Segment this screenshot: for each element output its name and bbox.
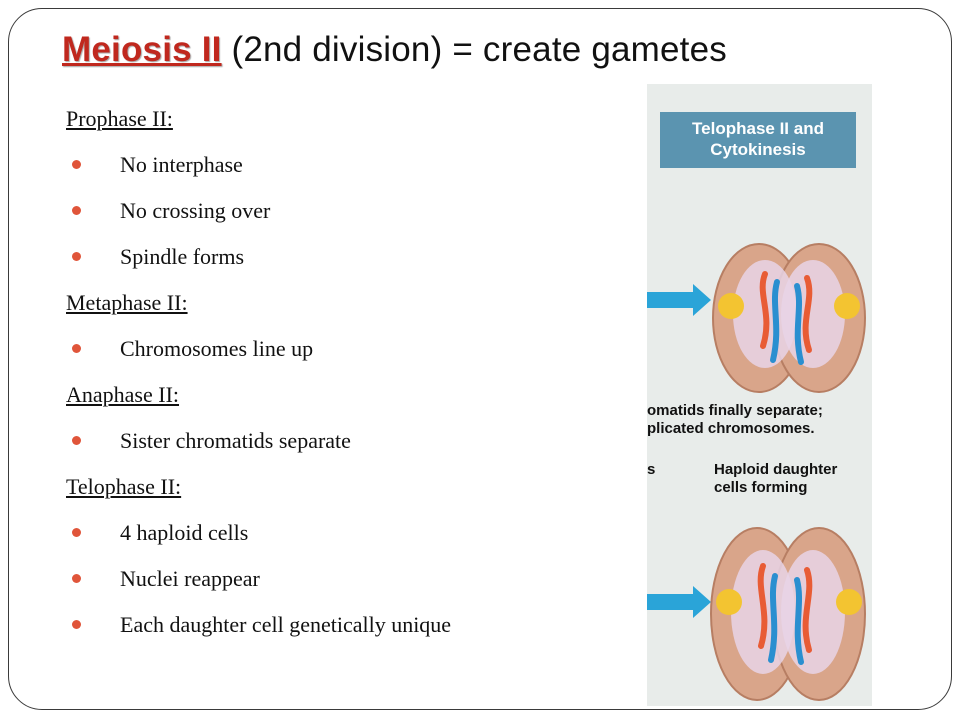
caption-line: omatids finally separate; — [647, 402, 823, 419]
chromosome-red — [802, 567, 813, 653]
content-list: Prophase II: No interphase No crossing o… — [66, 102, 636, 654]
bullet-dot-icon — [72, 344, 81, 353]
bullet-text: 4 haploid cells — [120, 520, 249, 545]
arrow-icon — [647, 586, 711, 618]
bullet-item: Spindle forms — [66, 240, 636, 286]
chromosome-blue — [770, 279, 780, 363]
heading-telophase-ii: Telophase II: — [66, 474, 182, 499]
bullet-dot-icon — [72, 528, 81, 537]
bullet-dot-icon — [72, 252, 81, 261]
bullet-dot-icon — [72, 574, 81, 583]
figure-header: Telophase II and Cytokinesis — [660, 112, 856, 168]
centrosome-icon — [718, 293, 744, 319]
figure-header-line: Cytokinesis — [710, 140, 806, 159]
chromosome-red — [802, 275, 813, 353]
bullet-text: Nuclei reappear — [120, 566, 260, 591]
nucleus-right — [781, 550, 845, 674]
bullet-dot-icon — [72, 206, 81, 215]
bullet-text: Sister chromatids separate — [120, 428, 351, 453]
chromosome-blue — [794, 283, 804, 365]
bullet-item: Chromosomes line up — [66, 332, 636, 378]
bullet-text: Each daughter cell genetically unique — [120, 612, 452, 637]
bullet-dot-icon — [72, 160, 81, 169]
caption-line: Haploid daughter — [714, 461, 838, 478]
bullet-text: Chromosomes line up — [120, 336, 314, 361]
slide-title: Meiosis II (2nd division) = create gamet… — [62, 30, 727, 70]
bullet-text: No crossing over — [120, 198, 271, 223]
chromosome-blue — [768, 573, 778, 663]
chromosome-red — [759, 271, 770, 349]
chromosome-red — [757, 563, 768, 649]
caption-line: cells forming — [714, 479, 808, 496]
bullet-dot-icon — [72, 436, 81, 445]
bullet-item: No crossing over — [66, 194, 636, 240]
telophase-figure: Telophase II and Cytokinesis omatids fin… — [647, 84, 872, 706]
figure-header-line: Telophase II and — [692, 119, 824, 138]
dividing-cell-illustration — [647, 527, 866, 701]
bullet-item: Each daughter cell genetically unique — [66, 608, 636, 654]
title-rest: (2nd division) = create gametes — [221, 30, 727, 69]
bullet-item: Sister chromatids separate — [66, 424, 636, 470]
bullet-dot-icon — [72, 620, 81, 629]
caption-haploid: Haploid daughter cells forming — [714, 461, 837, 497]
bullet-text: Spindle forms — [120, 244, 245, 269]
centrosome-icon — [716, 589, 742, 615]
title-highlight: Meiosis II — [62, 30, 222, 69]
caption-line: plicated chromosomes. — [647, 420, 815, 437]
nucleus-right — [781, 260, 845, 368]
heading-metaphase-ii: Metaphase II: — [66, 290, 188, 315]
centrosome-icon — [834, 293, 860, 319]
heading-prophase-ii: Prophase II: — [66, 106, 173, 131]
bullet-item: No interphase — [66, 148, 636, 194]
heading-anaphase-ii: Anaphase II: — [66, 382, 180, 407]
caption-fragment: s — [647, 461, 656, 478]
chromosome-blue — [794, 577, 804, 665]
caption-separate: omatids finally separate; plicated chrom… — [647, 402, 823, 438]
centrosome-icon — [836, 589, 862, 615]
arrow-icon — [647, 284, 711, 316]
bullet-text: No interphase — [120, 152, 243, 177]
bullet-item: 4 haploid cells — [66, 516, 636, 562]
bullet-item: Nuclei reappear — [66, 562, 636, 608]
dividing-cell-illustration — [647, 243, 866, 393]
